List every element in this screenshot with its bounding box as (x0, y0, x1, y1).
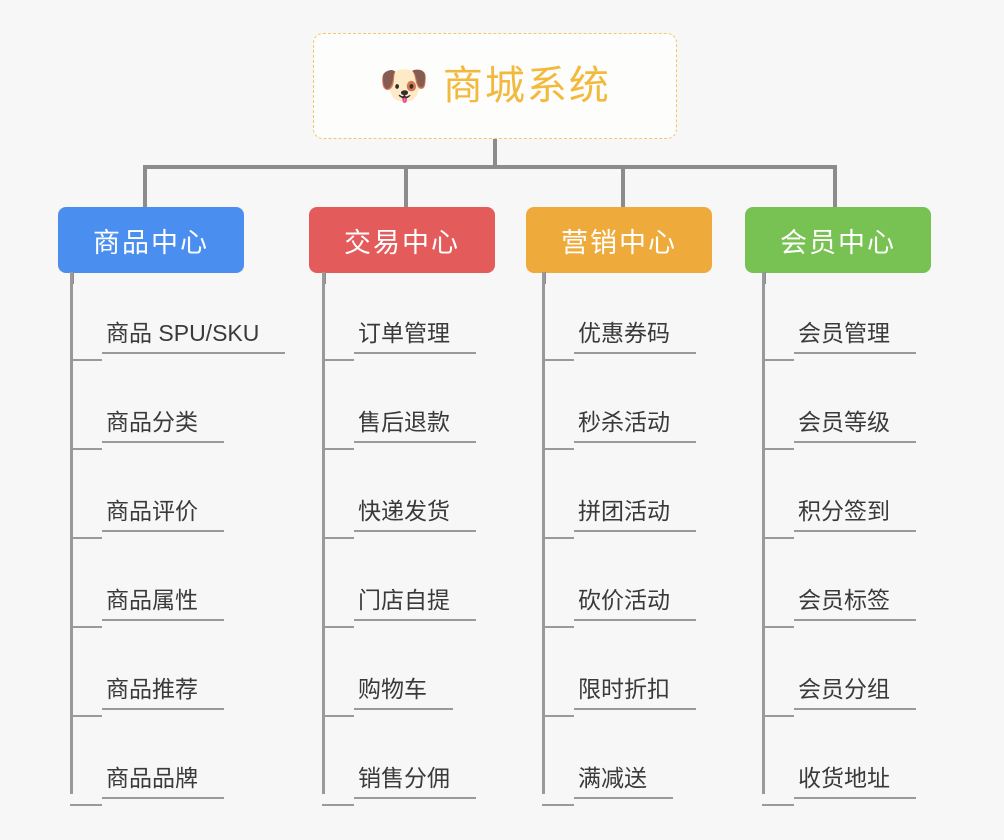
leaf-stub (322, 537, 354, 539)
list-item-label: 商品推荐 (102, 676, 224, 710)
branch-items-product-center: 商品 SPU/SKU 商品分类 商品评价 商品属性 商品推荐 商品品牌 (70, 272, 286, 806)
list-item[interactable]: 商品属性 (70, 539, 280, 628)
list-item-label: 订单管理 (354, 320, 476, 354)
list-item-label: 会员管理 (794, 320, 916, 354)
list-item[interactable]: 会员管理 (762, 272, 972, 361)
branch-header-marketing-center[interactable]: 营销中心 (526, 207, 712, 273)
list-item-label: 收货地址 (794, 765, 916, 799)
branch-items-marketing-center: 优惠券码 秒杀活动 拼团活动 砍价活动 限时折扣 满减送 (542, 272, 752, 806)
list-item-label: 限时折扣 (574, 676, 696, 710)
column-spine (70, 272, 73, 794)
leaf-stub (542, 804, 574, 806)
list-item[interactable]: 优惠券码 (542, 272, 752, 361)
branch-header-label: 交易中心 (344, 227, 460, 258)
branch-header-trade-center[interactable]: 交易中心 (309, 207, 495, 273)
list-item-label: 秒杀活动 (574, 409, 696, 443)
list-item-label: 会员等级 (794, 409, 916, 443)
list-item[interactable]: 会员等级 (762, 361, 972, 450)
list-item[interactable]: 商品品牌 (70, 717, 280, 806)
list-item[interactable]: 满减送 (542, 717, 752, 806)
branch-header-member-center[interactable]: 会员中心 (745, 207, 931, 273)
leaf-stub (762, 448, 794, 450)
list-item[interactable]: 积分签到 (762, 450, 972, 539)
list-item[interactable]: 秒杀活动 (542, 361, 752, 450)
branch-drop-connector-3 (621, 165, 625, 209)
branch-drop-connector-2 (404, 165, 408, 209)
list-item-label: 快递发货 (354, 498, 476, 532)
root-title: 商城系统 (442, 64, 611, 108)
leaf-stub (70, 804, 102, 806)
branch-drop-connector-1 (143, 165, 147, 209)
column-spine (542, 272, 545, 794)
leaf-stub (70, 359, 102, 361)
leaf-stub (70, 537, 102, 539)
list-item[interactable]: 会员分组 (762, 628, 972, 717)
list-item-label: 会员分组 (794, 676, 916, 710)
list-item[interactable]: 限时折扣 (542, 628, 752, 717)
list-item[interactable]: 商品评价 (70, 450, 280, 539)
leaf-stub (542, 715, 574, 717)
list-item[interactable]: 商品推荐 (70, 628, 280, 717)
list-item[interactable]: 购物车 (322, 628, 532, 717)
list-item-label: 门店自提 (354, 587, 476, 621)
branch-header-label: 商品中心 (93, 227, 209, 258)
list-item-label: 销售分佣 (354, 765, 476, 799)
branch-items-trade-center: 订单管理 售后退款 快递发货 门店自提 购物车 销售分佣 (322, 272, 532, 806)
leaf-stub (762, 359, 794, 361)
leaf-stub (762, 804, 794, 806)
leaf-stub (70, 626, 102, 628)
leaf-stub (542, 448, 574, 450)
list-item-label: 商品 SPU/SKU (102, 320, 286, 354)
column-spine (322, 272, 325, 794)
list-item[interactable]: 商品 SPU/SKU (70, 272, 286, 361)
bus-connector (143, 165, 837, 169)
branch-header-label: 会员中心 (780, 227, 896, 258)
leaf-stub (322, 448, 354, 450)
list-item[interactable]: 售后退款 (322, 361, 532, 450)
leaf-stub (322, 715, 354, 717)
list-item-label: 商品品牌 (102, 765, 224, 799)
list-item[interactable]: 收货地址 (762, 717, 972, 806)
list-item[interactable]: 商品分类 (70, 361, 280, 450)
leaf-stub (762, 537, 794, 539)
branch-items-member-center: 会员管理 会员等级 积分签到 会员标签 会员分组 收货地址 (762, 272, 972, 806)
root-node[interactable]: 🐶 商城系统 (313, 33, 677, 139)
branch-drop-connector-4 (833, 165, 837, 209)
leaf-stub (70, 715, 102, 717)
list-item[interactable]: 门店自提 (322, 539, 532, 628)
leaf-stub (762, 715, 794, 717)
shiba-dog-icon: 🐶 (379, 64, 429, 108)
leaf-stub (542, 359, 574, 361)
list-item[interactable]: 快递发货 (322, 450, 532, 539)
list-item-label: 拼团活动 (574, 498, 696, 532)
list-item-label: 满减送 (574, 765, 673, 799)
list-item-label: 售后退款 (354, 409, 476, 443)
list-item-label: 砍价活动 (574, 587, 696, 621)
list-item[interactable]: 订单管理 (322, 272, 532, 361)
leaf-stub (322, 804, 354, 806)
list-item-label: 会员标签 (794, 587, 916, 621)
list-item-label: 商品评价 (102, 498, 224, 532)
trunk-connector (493, 139, 497, 167)
leaf-stub (542, 537, 574, 539)
list-item-label: 商品分类 (102, 409, 224, 443)
list-item-label: 商品属性 (102, 587, 224, 621)
list-item[interactable]: 砍价活动 (542, 539, 752, 628)
leaf-stub (762, 626, 794, 628)
branch-header-product-center[interactable]: 商品中心 (58, 207, 244, 273)
leaf-stub (542, 626, 574, 628)
leaf-stub (322, 626, 354, 628)
leaf-stub (70, 448, 102, 450)
list-item-label: 优惠券码 (574, 320, 696, 354)
list-item[interactable]: 拼团活动 (542, 450, 752, 539)
branch-header-label: 营销中心 (561, 227, 677, 258)
leaf-stub (322, 359, 354, 361)
list-item-label: 积分签到 (794, 498, 916, 532)
column-spine (762, 272, 765, 794)
list-item[interactable]: 销售分佣 (322, 717, 532, 806)
list-item[interactable]: 会员标签 (762, 539, 972, 628)
list-item-label: 购物车 (354, 676, 453, 710)
